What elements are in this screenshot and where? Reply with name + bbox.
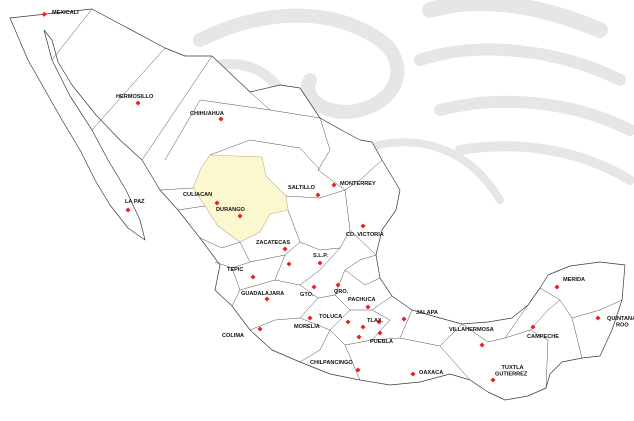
city-label-tlax: TLAX. (367, 318, 384, 324)
city-label-qro: QRO. (334, 289, 349, 295)
city-label-colima: COLIMA (222, 333, 244, 339)
city-marker-monterrey[interactable] (331, 182, 337, 188)
city-label-tuxtla-line1: TUXTLA (502, 365, 524, 371)
city-marker-slp[interactable] (317, 260, 323, 266)
city-marker-cuernavaca[interactable] (356, 334, 362, 340)
city-label-cd-victoria: CD. VICTORIA (346, 232, 384, 238)
city-marker-villahermosa[interactable] (479, 342, 485, 348)
city-label-la-paz: LA PAZ (125, 199, 145, 205)
city-label-pachuca: PACHUCA (348, 297, 376, 303)
city-marker-qro[interactable] (335, 282, 341, 288)
city-label-toluca: TOLUCA (319, 314, 342, 320)
city-marker-durango[interactable] (237, 213, 243, 219)
city-label-saltillo: SALTILLO (288, 185, 316, 191)
city-label-merida: MERIDA (563, 277, 585, 283)
city-marker-tepic[interactable] (250, 274, 256, 280)
city-marker-quintana-roo[interactable] (595, 315, 601, 321)
city-marker-gto[interactable] (311, 284, 317, 290)
city-label-chihuahua: CHIHUAHUA (190, 111, 224, 117)
city-label-campeche: CAMPECHE (527, 334, 559, 340)
city-marker-cdmx[interactable] (360, 324, 366, 330)
city-label-monterrey: MONTERREY (340, 181, 376, 187)
city-label-durango: DURANGO (216, 207, 246, 213)
city-label-gto: GTO. (300, 292, 314, 298)
city-marker-guadalajara[interactable] (264, 296, 270, 302)
city-marker-pachuca[interactable] (365, 304, 371, 310)
city-marker-la-paz[interactable] (125, 207, 131, 213)
city-marker-zac-2[interactable] (286, 261, 292, 267)
city-marker-culiacan[interactable] (214, 200, 220, 206)
city-marker-zacatecas[interactable] (282, 246, 288, 252)
city-label-tepic: TEPIC (227, 267, 243, 273)
city-marker-puebla[interactable] (377, 330, 383, 336)
city-label-hermosillo: HERMOSILLO (116, 94, 154, 100)
city-label-villahermosa: VILLAHERMOSA (449, 327, 494, 333)
city-marker-cd-victoria[interactable] (360, 223, 366, 229)
city-label-mexicali: MEXICALI (52, 10, 79, 16)
city-label-jalapa: JALAPA (416, 310, 438, 316)
mexico-outline (9, 8, 626, 401)
city-marker-campeche[interactable] (530, 324, 536, 330)
city-label-slp: S.L.P. (313, 253, 328, 259)
city-label-morelia: MORELIA (294, 324, 320, 330)
city-marker-toluca[interactable] (345, 319, 351, 325)
city-marker-chilpancingo[interactable] (355, 367, 361, 373)
state-borders (51, 8, 623, 389)
city-markers: MEXICALI HERMOSILLO CHIHUAHUA CULIACAN L… (41, 10, 634, 383)
city-marker-jalapa[interactable] (401, 316, 407, 322)
city-label-tuxtla-line2: GUTIERREZ (495, 372, 528, 378)
city-marker-saltillo[interactable] (315, 192, 321, 198)
city-label-guadalajara: GUADALAJARA (241, 291, 284, 297)
city-label-tuxtla: TUXTLA GUTIERREZ (495, 365, 528, 378)
city-label-chilpancingo: CHILPANCINGO (310, 360, 353, 366)
city-marker-tuxtla[interactable] (490, 377, 496, 383)
city-marker-morelia[interactable] (307, 315, 313, 321)
background-emblem-watermark (175, 0, 634, 204)
city-label-quintana-roo-line2: ROO (616, 323, 629, 329)
city-marker-mexicali[interactable] (41, 11, 47, 17)
city-marker-oaxaca[interactable] (410, 371, 416, 377)
city-marker-tlax[interactable] (376, 319, 382, 325)
city-marker-merida[interactable] (554, 284, 560, 290)
city-label-puebla: PUEBLA (370, 339, 393, 345)
city-label-quintana-roo-line1: QUINTANA (607, 316, 634, 322)
city-label-culiacan: CULIACAN (183, 192, 212, 198)
city-label-zacatecas: ZACATECAS (256, 240, 290, 246)
city-marker-colima[interactable] (257, 326, 263, 332)
city-label-oaxaca: OAXACA (419, 370, 443, 376)
